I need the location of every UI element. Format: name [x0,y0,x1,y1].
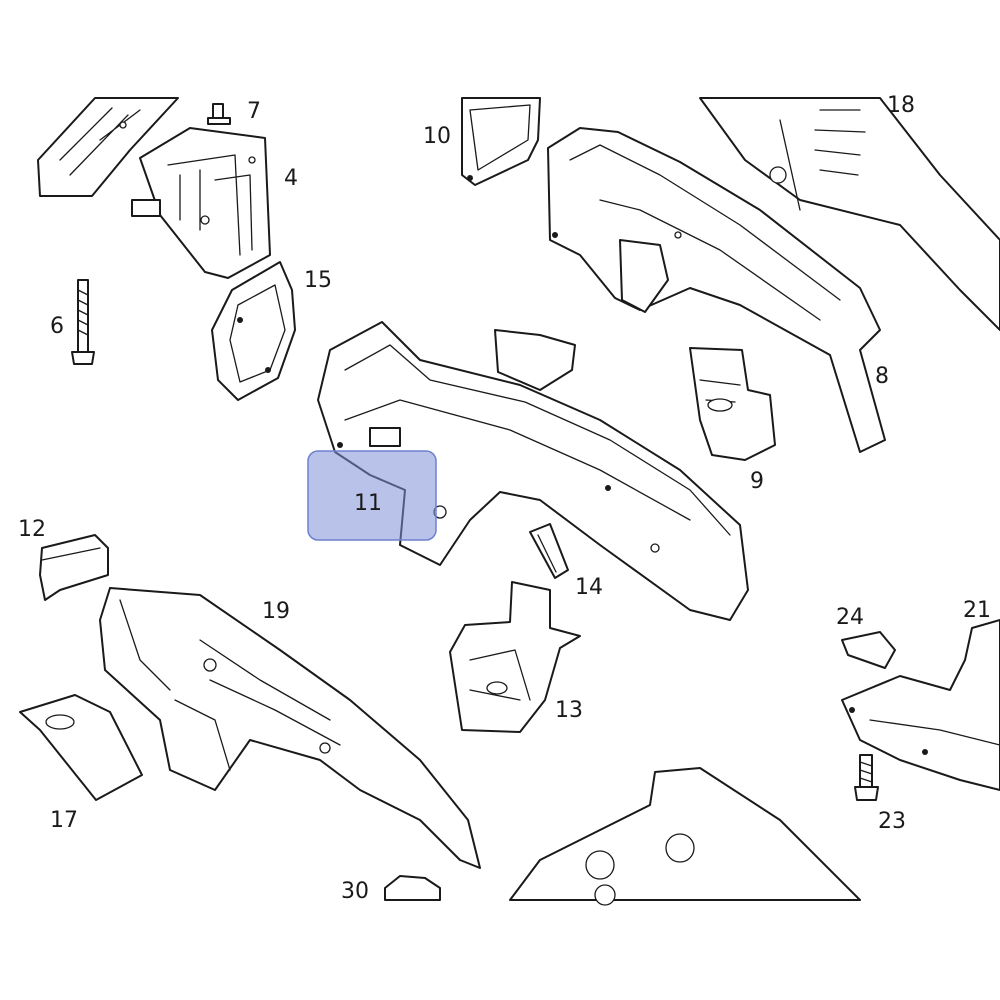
callout-18[interactable]: 18 [887,93,915,118]
callout-14[interactable]: 14 [575,575,603,600]
callout-19[interactable]: 19 [262,599,290,624]
part-bottom-floor [509,767,861,906]
callout-6[interactable]: 6 [50,314,64,339]
part-18-bracket [699,97,1000,331]
callout-8[interactable]: 8 [875,364,889,389]
part-14-clip [529,523,569,579]
part-12-block [39,534,109,601]
part-9-bracket [689,347,776,461]
part-21-panel [841,619,1000,791]
callout-15[interactable]: 15 [304,268,332,293]
callout-21[interactable]: 21 [963,598,991,623]
part-6-bolt [71,279,95,365]
part-7-bolt [207,103,231,125]
part-23-bolt [854,754,879,801]
callout-9[interactable]: 9 [750,469,764,494]
part-4-bracket [131,127,271,279]
callout-24[interactable]: 24 [836,605,864,630]
part-24-clip [841,631,896,669]
part-8-rail [547,127,886,453]
callout-30[interactable]: 30 [341,879,369,904]
part-top-left-rail [37,97,179,197]
callout-11[interactable]: 11 [354,491,382,516]
callout-13[interactable]: 13 [555,698,583,723]
part-10-plate [461,97,541,186]
part-15-plate [211,261,296,401]
callout-12[interactable]: 12 [18,517,46,542]
callout-17[interactable]: 17 [50,808,78,833]
callout-10[interactable]: 10 [423,124,451,149]
callout-7[interactable]: 7 [247,99,261,124]
part-13-bracket [449,581,581,733]
part-19-panel [99,587,481,869]
callout-11-highlight[interactable] [307,450,437,541]
callout-23[interactable]: 23 [878,809,906,834]
part-30-clip [384,875,441,901]
part-17-plate [19,694,143,801]
callout-4[interactable]: 4 [284,166,298,191]
